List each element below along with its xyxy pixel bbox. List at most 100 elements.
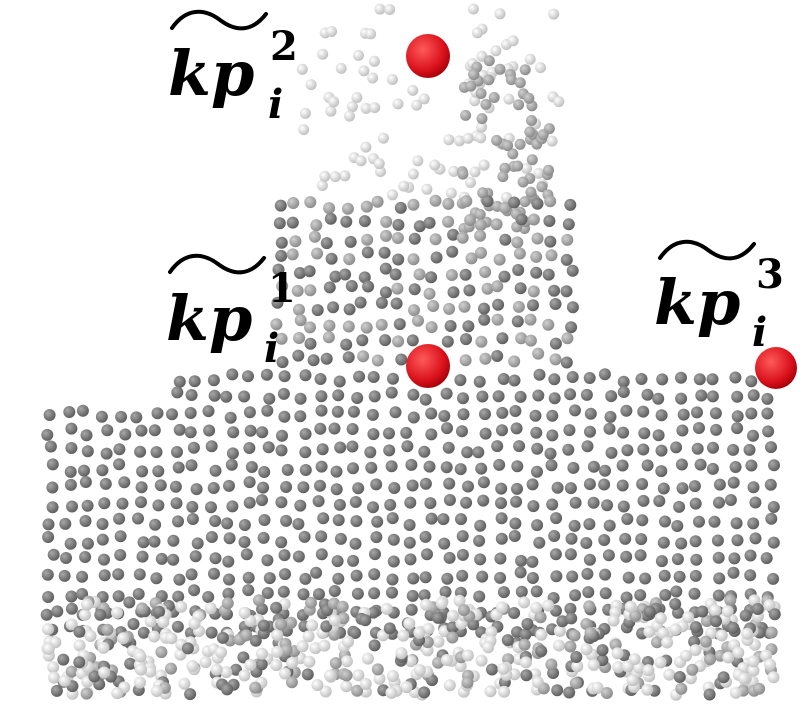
cloud-point	[379, 334, 392, 347]
keypoint-1-subscript: i	[264, 325, 279, 372]
cloud-point	[51, 605, 64, 618]
cloud-point	[292, 349, 305, 362]
cloud-point	[135, 663, 147, 676]
cloud-point	[652, 392, 665, 405]
cloud-point	[96, 464, 109, 477]
cloud-point	[531, 197, 544, 210]
cloud-point	[747, 429, 759, 442]
cloud-point	[507, 148, 519, 160]
cloud-point	[502, 140, 514, 152]
cloud-point	[270, 659, 283, 672]
cloud-point	[580, 388, 593, 401]
cloud-point	[351, 92, 363, 103]
cloud-point	[747, 655, 760, 668]
cloud-point	[524, 313, 537, 326]
cloud-point	[365, 28, 377, 40]
cloud-point	[332, 389, 345, 402]
cloud-point	[366, 408, 379, 421]
cloud-point	[657, 627, 670, 640]
keypoint-3-label: kp 3 i	[654, 239, 784, 356]
cloud-point	[386, 586, 398, 599]
cloud-point	[111, 687, 124, 700]
cloud-point	[446, 631, 459, 644]
cloud-point	[729, 686, 742, 699]
cloud-point	[76, 570, 89, 583]
cloud-point	[524, 334, 537, 347]
cloud-point	[261, 554, 274, 567]
cloud-point	[430, 251, 443, 264]
cloud-point	[369, 102, 381, 114]
cloud-point	[530, 585, 543, 598]
cloud-point	[494, 552, 507, 565]
cloud-point	[711, 534, 724, 547]
cloud-point	[715, 629, 728, 642]
cloud-point	[359, 614, 372, 627]
cloud-point	[375, 318, 388, 331]
cloud-point	[403, 536, 416, 549]
cloud-point	[530, 266, 543, 279]
cloud-point	[519, 656, 532, 669]
cloud-point	[112, 568, 125, 581]
cloud-point	[222, 555, 235, 568]
cloud-point	[362, 280, 375, 293]
cloud-point	[491, 313, 504, 326]
cloud-point	[148, 535, 161, 548]
cloud-point	[568, 629, 581, 642]
cloud-point	[620, 550, 633, 563]
cloud-point	[287, 197, 300, 209]
cloud-point	[119, 428, 132, 441]
cloud-point	[392, 98, 404, 110]
cloud-point	[709, 604, 722, 617]
cloud-point	[729, 461, 742, 473]
cloud-point	[311, 679, 324, 691]
cloud-point	[199, 656, 212, 669]
cloud-point	[155, 646, 168, 659]
cloud-point	[178, 677, 191, 690]
cloud-point	[605, 390, 618, 403]
cloud-point	[675, 537, 688, 550]
cloud-point	[569, 589, 582, 602]
cloud-point	[562, 443, 575, 456]
cloud-point	[80, 687, 93, 700]
cloud-point	[227, 426, 240, 439]
cloud-point	[515, 585, 528, 598]
cloud-point	[476, 121, 488, 133]
cloud-point	[495, 512, 508, 525]
cloud-point	[57, 653, 70, 666]
cloud-point	[566, 264, 579, 277]
cloud-point	[73, 639, 86, 652]
cloud-point	[81, 537, 94, 550]
cloud-point	[478, 302, 490, 315]
cloud-point	[113, 443, 126, 456]
keypoint-2-base: kp	[168, 37, 254, 110]
cloud-point	[148, 424, 161, 437]
cloud-point	[368, 55, 380, 67]
cloud-point	[498, 270, 511, 283]
cloud-point	[621, 513, 634, 525]
cloud-point	[469, 166, 481, 178]
cloud-point	[375, 296, 388, 309]
cloud-point	[42, 531, 55, 543]
cloud-point	[706, 373, 719, 386]
cloud-point	[689, 535, 702, 548]
cloud-point	[50, 684, 63, 697]
cloud-point	[134, 676, 146, 689]
cloud-point	[612, 661, 625, 674]
cloud-point	[277, 585, 290, 598]
cloud-point	[88, 670, 101, 683]
cloud-point	[491, 440, 504, 453]
cloud-point	[599, 464, 611, 477]
cloud-point	[275, 444, 288, 457]
cloud-point	[525, 186, 537, 198]
cloud-point	[483, 74, 495, 86]
cloud-point	[583, 553, 596, 566]
cloud-point	[124, 657, 137, 670]
cloud-point	[510, 495, 523, 508]
cloud-point	[403, 519, 416, 531]
cloud-point	[98, 569, 111, 582]
cloud-point	[456, 425, 468, 438]
cloud-point	[307, 354, 320, 367]
cloud-point	[761, 392, 774, 405]
cloud-point	[257, 481, 270, 494]
cloud-point	[319, 170, 331, 182]
